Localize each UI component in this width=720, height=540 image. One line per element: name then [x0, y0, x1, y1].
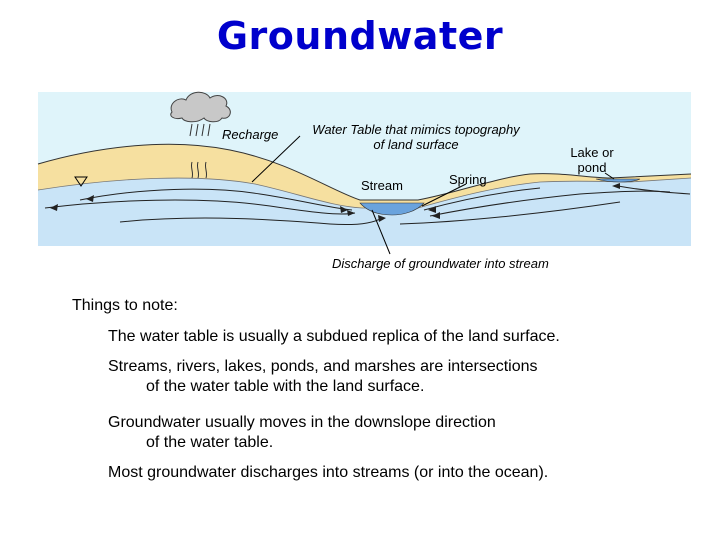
slide-title: Groundwater: [0, 14, 720, 58]
lake-label-line2: pond: [566, 160, 618, 175]
spring-label: Spring: [449, 172, 487, 187]
note-line1: Streams, rivers, lakes, ponds, and marsh…: [108, 358, 538, 375]
note-item: Most groundwater discharges into streams…: [108, 463, 668, 483]
note-item: Streams, rivers, lakes, ponds, and marsh…: [108, 357, 668, 397]
water-table-label-line1: Water Table that mimics topography: [303, 122, 529, 137]
note-line1: Most groundwater discharges into streams…: [108, 464, 548, 481]
stream-label: Stream: [361, 178, 403, 193]
note-item: Groundwater usually moves in the downslo…: [108, 413, 668, 453]
recharge-label: Recharge: [222, 127, 278, 142]
cross-section-svg: [0, 82, 720, 278]
note-line2: of the water table.: [108, 433, 668, 453]
lake-label: Lake or pond: [566, 145, 618, 175]
water-table-label: Water Table that mimics topography of la…: [303, 122, 529, 152]
lake-label-line1: Lake or: [566, 145, 618, 160]
note-item: The water table is usually a subdued rep…: [108, 327, 668, 347]
note-line2: of the water table with the land surface…: [108, 377, 668, 397]
groundwater-diagram: Recharge Water Table that mimics topogra…: [0, 82, 720, 278]
water-table-label-line2: of land surface: [303, 137, 529, 152]
note-line1: The water table is usually a subdued rep…: [108, 328, 560, 345]
notes-heading: Things to note:: [72, 296, 668, 316]
discharge-label: Discharge of groundwater into stream: [332, 256, 549, 271]
note-line1: Groundwater usually moves in the downslo…: [108, 414, 496, 431]
notes-section: Things to note: The water table is usual…: [72, 296, 668, 493]
